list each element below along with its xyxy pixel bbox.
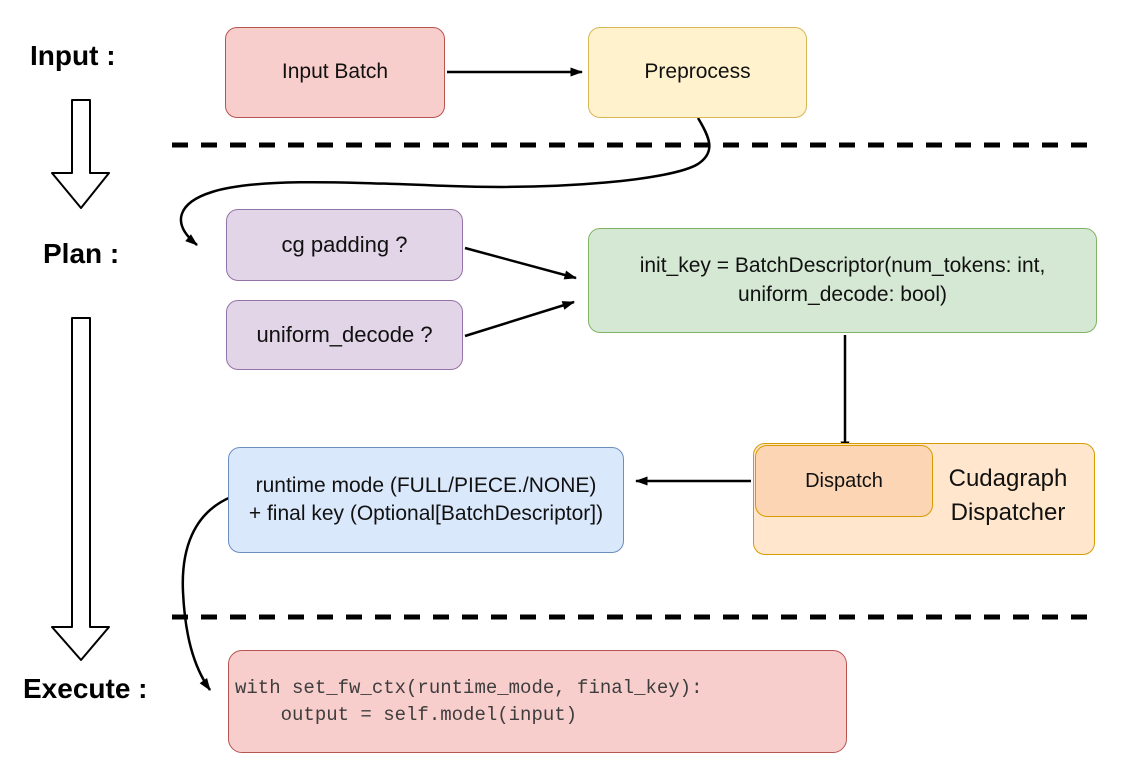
- stage-arrow-input-to-plan-icon: [51, 99, 110, 209]
- execute-code-line1: with set_fw_ctx(runtime_mode, final_key)…: [235, 677, 703, 700]
- node-dispatch: Dispatch: [755, 445, 933, 517]
- node-input-batch: Input Batch: [225, 27, 445, 118]
- stage-label-execute: Execute :: [23, 673, 148, 704]
- node-uniform-decode-label: uniform_decode ?: [256, 322, 433, 348]
- node-runtime-mode-line1: runtime mode (FULL/PIECE./NONE): [255, 473, 597, 497]
- node-runtime-mode: runtime mode (FULL/PIECE./NONE) + final …: [228, 447, 624, 553]
- node-init-key-line1: init_key = BatchDescriptor(num_tokens: i…: [639, 254, 1046, 278]
- node-init-key-line2: uniform_decode: bool): [738, 282, 947, 306]
- node-uniform-decode: uniform_decode ?: [226, 300, 463, 370]
- stage-label-plan: Plan :: [43, 238, 120, 269]
- node-dispatch-label: Dispatch: [805, 469, 883, 492]
- execute-code-line2: output = self.model(input): [235, 703, 578, 726]
- connector-preprocess-cgpadding: [179, 117, 711, 246]
- node-cudagraph-dispatcher-label: Cudagraph Dispatcher: [920, 462, 1096, 530]
- node-preprocess-label: Preprocess: [644, 60, 751, 84]
- cudagraph-label-line2: Dispatcher: [950, 499, 1066, 526]
- stage-arrow-plan-to-execute-icon: [51, 317, 110, 661]
- stage-label-input: Input :: [30, 40, 116, 71]
- node-init-key: init_key = BatchDescriptor(num_tokens: i…: [588, 228, 1097, 333]
- connector-runtimemode-executecode: [181, 495, 232, 691]
- connector-uniformdecode-initkey: [464, 300, 575, 338]
- node-preprocess: Preprocess: [588, 27, 807, 118]
- node-cg-padding: cg padding ?: [226, 209, 463, 281]
- node-runtime-mode-line2: + final key (Optional[BatchDescriptor]): [248, 502, 604, 525]
- node-input-batch-label: Input Batch: [281, 60, 389, 84]
- cudagraph-label-line1: Cudagraph: [948, 465, 1068, 492]
- node-cg-padding-label: cg padding ?: [281, 232, 408, 258]
- node-execute-code: with set_fw_ctx(runtime_mode, final_key)…: [228, 650, 847, 753]
- connector-cgpadding-initkey: [464, 246, 577, 280]
